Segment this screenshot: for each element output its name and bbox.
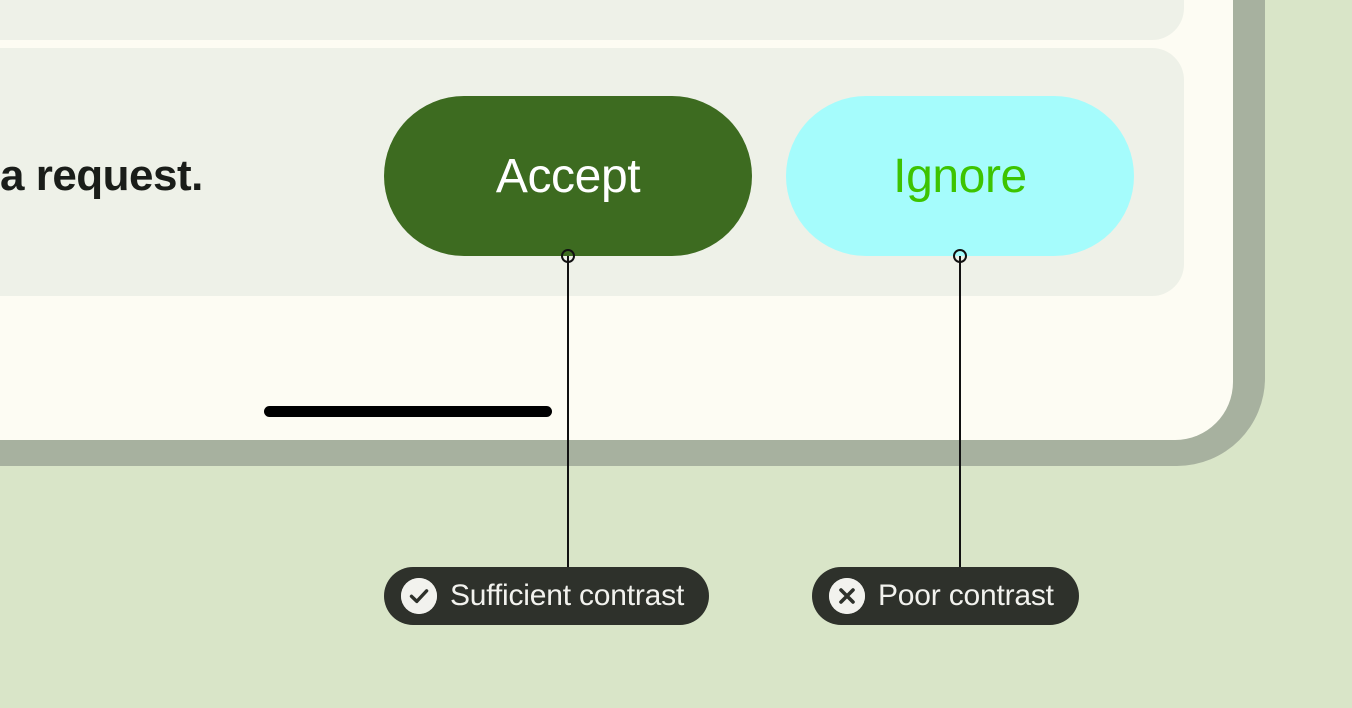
callout-anchor-dot-accept bbox=[561, 249, 575, 263]
body-text: a request. bbox=[0, 151, 203, 200]
callout-sufficient-contrast: Sufficient contrast bbox=[384, 567, 710, 625]
accept-button[interactable]: Accept bbox=[384, 96, 752, 256]
check-circle-icon bbox=[401, 578, 437, 614]
callout-anchor-dot-ignore bbox=[953, 249, 967, 263]
home-indicator bbox=[264, 406, 552, 417]
x-circle-icon bbox=[829, 578, 865, 614]
content-card-upper bbox=[0, 0, 1184, 40]
callout-poor-contrast: Poor contrast bbox=[812, 567, 1079, 625]
callout-label-accept: Sufficient contrast bbox=[450, 579, 685, 612]
ignore-button[interactable]: Ignore bbox=[786, 96, 1134, 256]
callout-label-ignore: Poor contrast bbox=[878, 579, 1054, 612]
callout-leader-line-accept bbox=[567, 256, 569, 567]
callout-leader-line-ignore bbox=[959, 256, 961, 567]
